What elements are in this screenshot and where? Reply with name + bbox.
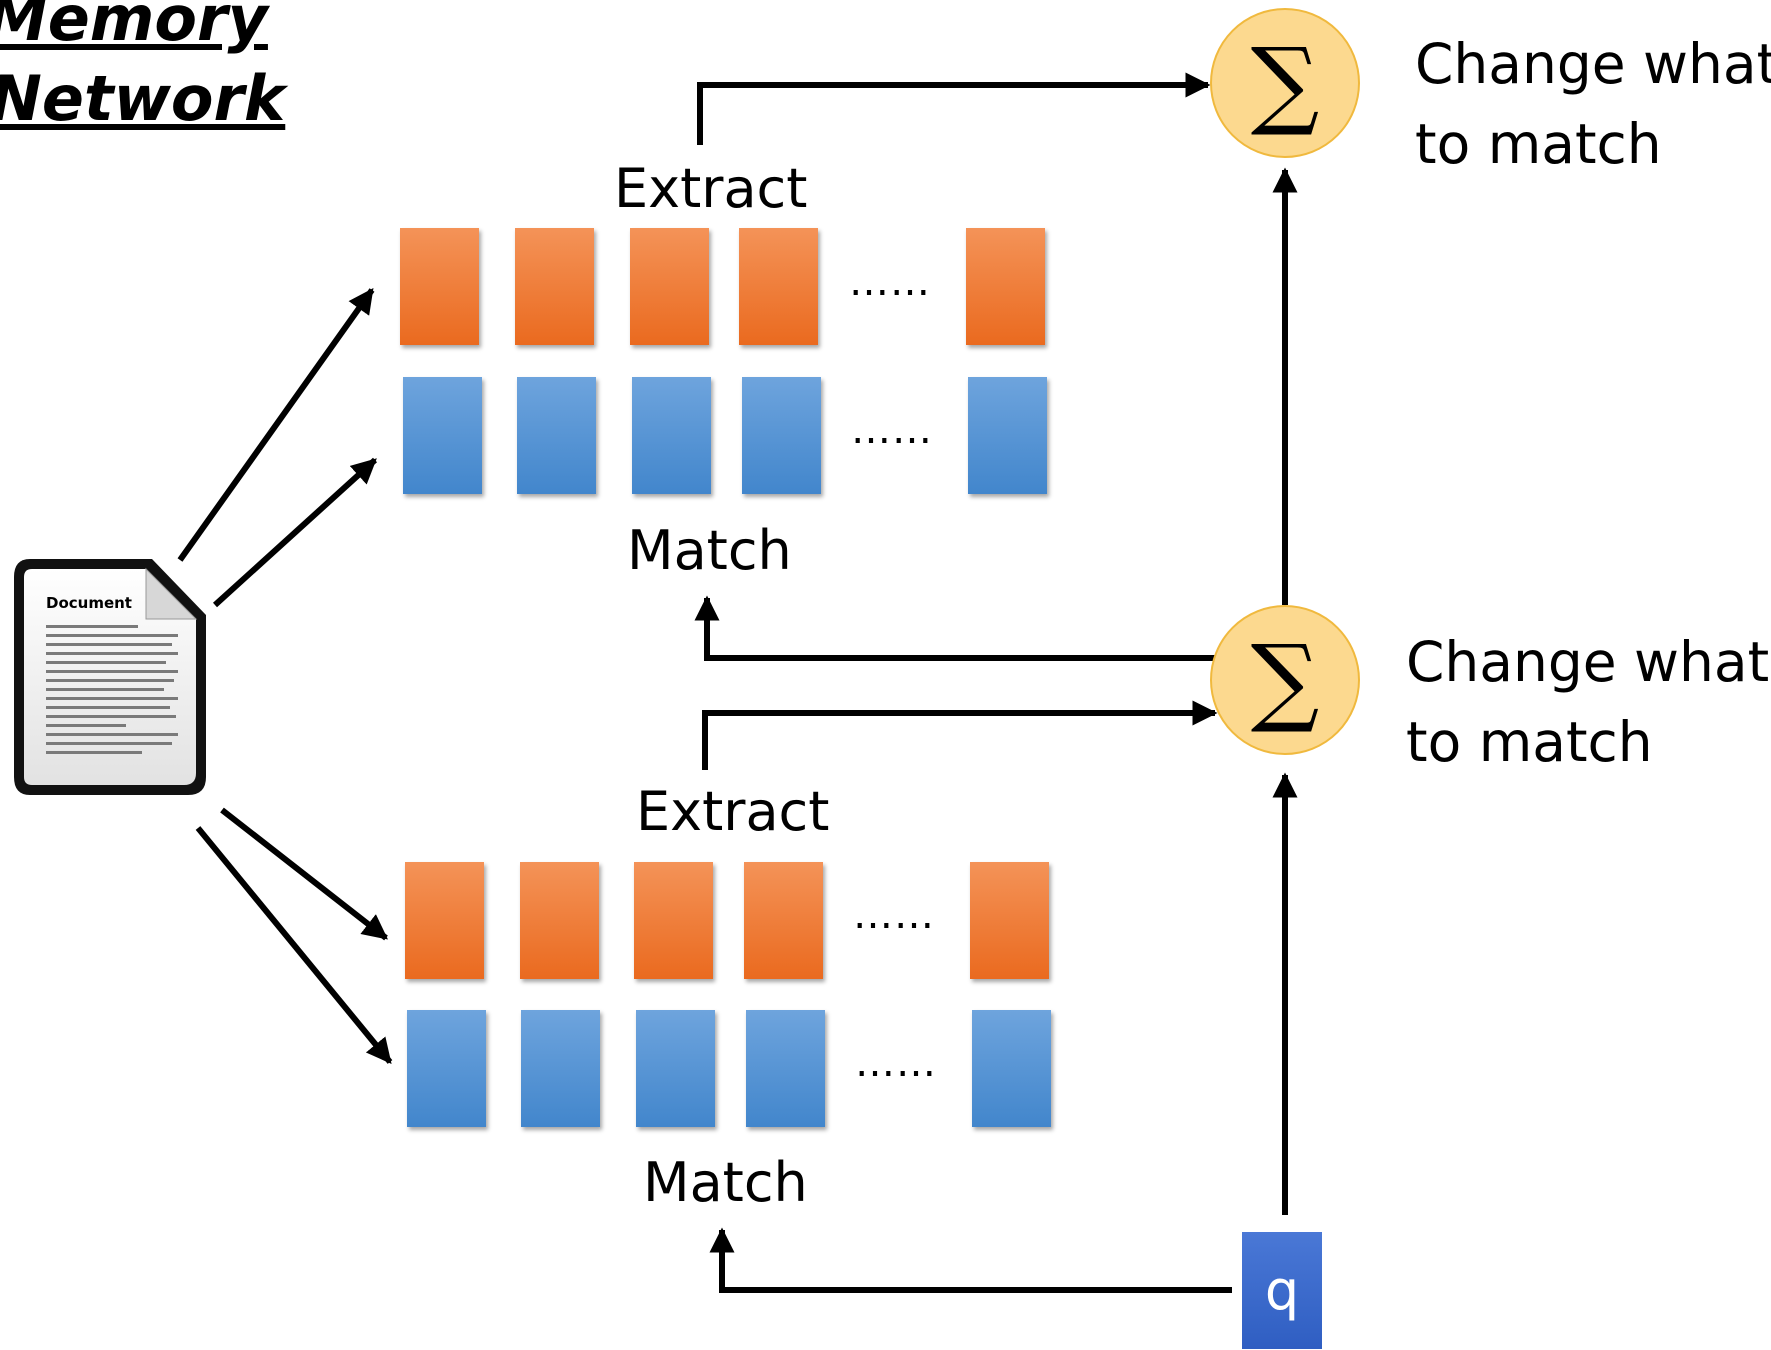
arrow-sigma2-to-match1 <box>694 595 1215 661</box>
hop1-match-cell-4 <box>742 377 821 494</box>
hop2-match-cell-1 <box>407 1010 486 1127</box>
note-middle: Change what to match <box>1406 622 1769 782</box>
hop1-match-cell-last <box>968 377 1047 494</box>
diagram-title-line1: Memory <box>0 0 268 55</box>
hop2-extract-cell-last <box>970 862 1049 979</box>
hop2-match-cell-2 <box>521 1010 600 1127</box>
diagram-title-line2: Network <box>0 62 286 135</box>
hop1-extract-ellipsis: …… <box>849 259 931 305</box>
hop2-extract-label: Extract <box>636 780 830 843</box>
arrow-doc-to-hop2-extract <box>220 807 388 941</box>
hop1-match-cell-1 <box>403 377 482 494</box>
note-top-line2: to match <box>1415 112 1662 176</box>
hop2-extract-cell-2 <box>520 862 599 979</box>
hop1-extract-cell-4 <box>739 228 818 345</box>
sigma-node-middle: ∑ <box>1210 605 1360 755</box>
query-box: q <box>1242 1232 1322 1349</box>
hop2-match-cell-4 <box>746 1010 825 1127</box>
note-middle-line2: to match <box>1406 710 1653 774</box>
sigma-node-top: ∑ <box>1210 8 1360 158</box>
hop2-match-cell-3 <box>636 1010 715 1127</box>
hop1-match-label: Match <box>627 519 792 582</box>
document-icon <box>14 559 206 795</box>
hop1-match-ellipsis: …… <box>851 407 933 453</box>
hop1-extract-label: Extract <box>614 157 808 220</box>
hop1-match-cell-3 <box>632 377 711 494</box>
hop1-extract-cell-1 <box>400 228 479 345</box>
arrow-extract2-to-sigma2 <box>702 700 1218 770</box>
arrow-extract1-to-sigma1 <box>697 72 1211 145</box>
hop1-extract-cell-2 <box>515 228 594 345</box>
arrow-q-to-match2 <box>709 1227 1232 1293</box>
hop2-match-ellipsis: …… <box>855 1040 937 1086</box>
hop2-match-cell-last <box>972 1010 1051 1127</box>
hop2-extract-cell-4 <box>744 862 823 979</box>
hop1-match-cell-2 <box>517 377 596 494</box>
arrow-doc-to-hop1-extract <box>177 287 375 562</box>
hop2-extract-ellipsis: …… <box>853 892 935 938</box>
hop2-match-label: Match <box>643 1151 808 1214</box>
note-middle-line1: Change what <box>1406 630 1770 694</box>
hop2-extract-cell-3 <box>634 862 713 979</box>
document-icon-heading: Document <box>46 594 132 612</box>
arrow-doc-to-hop1-match <box>212 457 378 608</box>
note-top: Change what to match <box>1415 24 1771 184</box>
hop1-extract-cell-3 <box>630 228 709 345</box>
note-top-line1: Change what <box>1415 32 1771 96</box>
hop1-extract-cell-last <box>966 228 1045 345</box>
arrow-doc-to-hop2-match <box>195 826 393 1064</box>
hop2-extract-cell-1 <box>405 862 484 979</box>
